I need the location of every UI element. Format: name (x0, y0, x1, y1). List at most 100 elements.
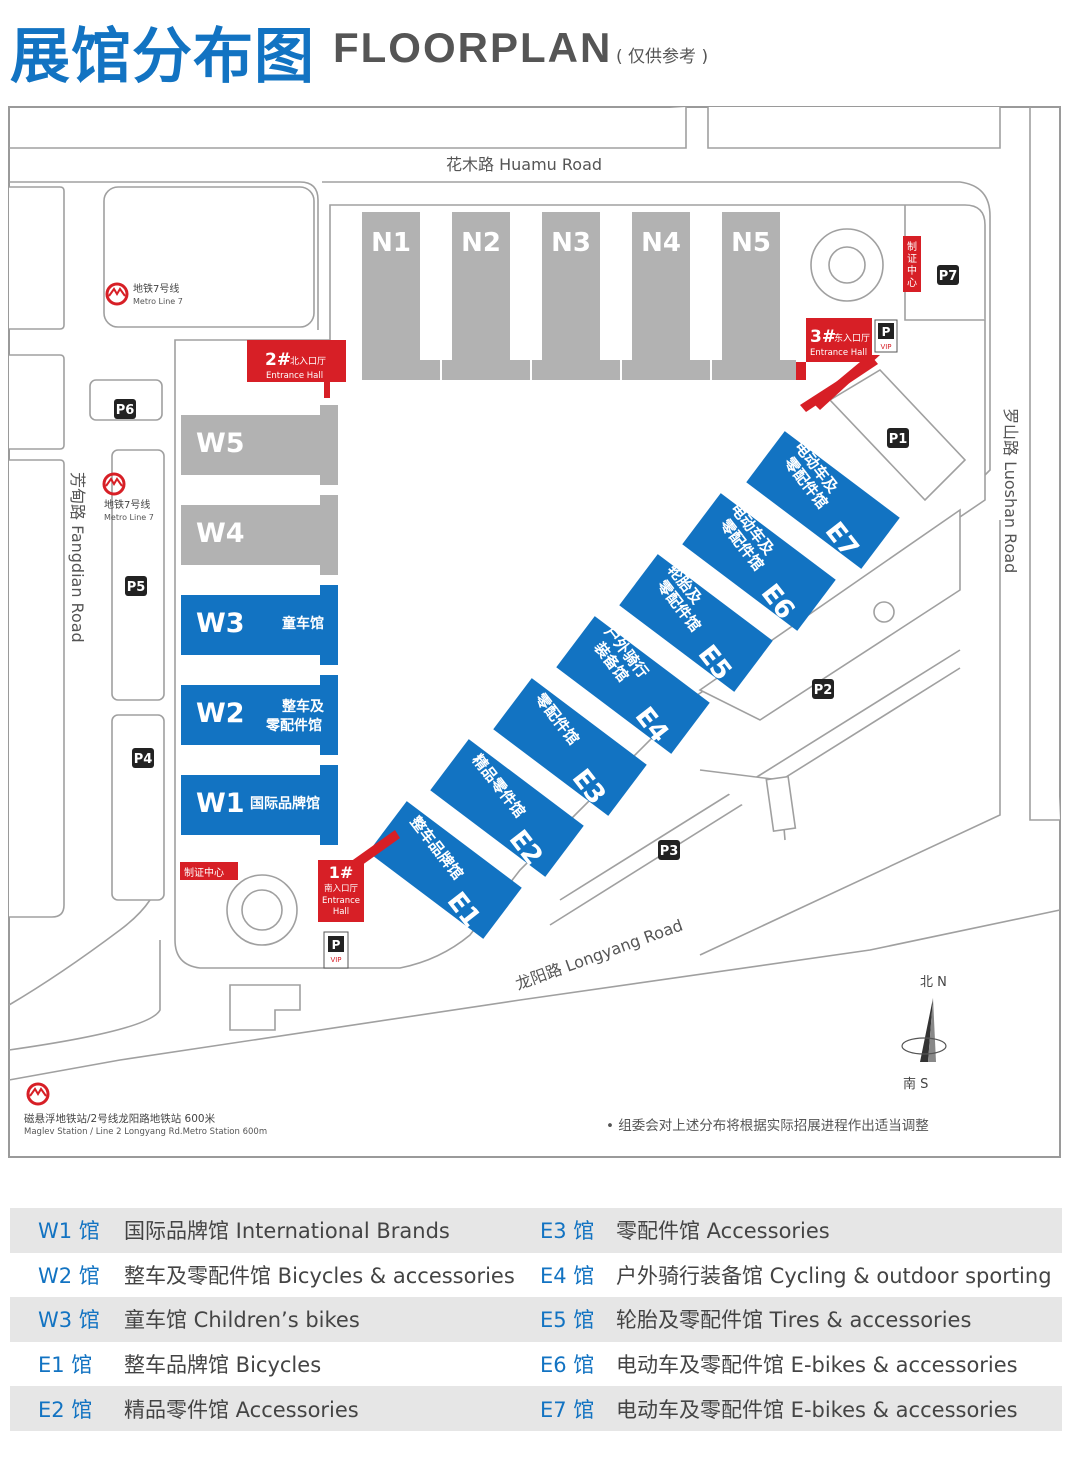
hall-w5-label: W5 (196, 428, 245, 459)
road-edge (8, 899, 151, 1006)
road-east-label: 罗山路 Luoshan Road (1001, 408, 1020, 573)
legend-hall-desc: 零配件馆 Accessories (616, 1219, 830, 1244)
legend-hall-desc: 户外骑行装备馆 Cycling & outdoor sporting (616, 1263, 1052, 1288)
hall-n5-block (712, 212, 796, 380)
parking-p3-badge (658, 840, 680, 860)
legend-hall-code: E5 馆 (540, 1308, 595, 1333)
cert-center-top-bg (903, 236, 921, 292)
cert-center-top-label-1: 制 (907, 240, 917, 253)
city-block (103, 186, 315, 328)
legend-hall-desc: 电动车及零配件馆 E-bikes & accessories (616, 1397, 1018, 1422)
legend-row: W2 馆整车及零配件馆 Bicycles & accessories E4 馆户… (10, 1253, 1062, 1298)
legend-row: E2 馆精品零件馆 Accessories E7 馆电动车及零配件馆 E-bik… (10, 1386, 1062, 1431)
metro-top-cn: 地铁7号线 (133, 282, 179, 295)
footnote: • 组委会对上述分布将根据实际招展进程作出适当调整 (606, 1118, 929, 1134)
reference-note: ( 仅供参考 ) (616, 47, 709, 67)
cert-center-top-label-3: 中 (907, 264, 917, 277)
hall-w1-block (181, 765, 338, 845)
hall-e4-block (556, 616, 710, 754)
hall-e6-block (682, 493, 836, 631)
hall-n5-label: N5 (731, 228, 771, 258)
metro-bottom-cn: 磁悬浮地铁站/2号线龙阳路地铁站 600米 (24, 1112, 216, 1125)
vip-parking-bottom-label: VIP (330, 956, 341, 964)
metro-icon-mark (108, 287, 126, 297)
hall-n4-label: N4 (641, 228, 681, 258)
parking-p7-label: P7 (939, 269, 958, 284)
cert-center-left-label: 制证中心 (184, 866, 224, 879)
legend-hall-code: E3 馆 (540, 1219, 595, 1244)
hall-n1-label: N1 (371, 228, 411, 258)
hall-n1-block (362, 212, 440, 380)
legend-hall-code: W3 馆 (38, 1308, 100, 1333)
certificate-booth (765, 775, 797, 833)
legend-hall-code: E4 馆 (540, 1263, 595, 1288)
hall-w5-block (181, 405, 338, 485)
road-edge (9, 459, 65, 918)
city-block (9, 186, 65, 330)
entrance-3-en: Entrance Hall (810, 348, 867, 358)
legend-hall-code: W1 馆 (38, 1219, 100, 1244)
road-north-label: 花木路 Huamu Road (446, 155, 602, 174)
vip-parking-top-label: VIP (880, 343, 891, 351)
hall-legend: W1 馆国际品牌馆 International Brands E3 馆零配件馆 … (10, 1208, 1062, 1431)
hall-n2-label: N2 (461, 228, 501, 258)
entrance-2-number: 2# (265, 350, 291, 370)
metro-icon-mark (105, 477, 123, 487)
cert-center-left-bg (180, 862, 238, 880)
hall-w4-label: W4 (196, 518, 245, 549)
road-edge (9, 354, 65, 450)
cert-center-top-label-4: 心 (907, 277, 917, 289)
parking-p4-badge (132, 748, 154, 768)
entrance-2-cn: 北入口厅 (290, 356, 326, 367)
parking-p2-label: P2 (814, 683, 833, 698)
city-block (111, 449, 165, 701)
legend-row: E1 馆整车品牌馆 Bicycles E6 馆电动车及零配件馆 E-bikes … (10, 1342, 1062, 1387)
parking-p1-badge (887, 428, 909, 448)
city-block (707, 107, 1001, 149)
metro-top-en: Metro Line 7 (133, 297, 183, 306)
vip-parking-top-p: P (882, 325, 891, 339)
road-edge (559, 649, 961, 901)
parking-p5-label: P5 (127, 580, 146, 595)
hall-e2-block (430, 739, 584, 877)
hall-w2-label: W2 (196, 698, 245, 729)
roundabout-inner (241, 889, 283, 931)
entrance-1-en-1: Entrance (322, 896, 360, 906)
hall-w1-name: 国际品牌馆 (250, 795, 320, 812)
compass-south-label: 南 S (903, 1076, 928, 1092)
road-edge (8, 909, 1061, 1081)
road-edge (1029, 107, 1060, 821)
legend-hall-desc: 整车及零配件馆 Bicycles & accessories (124, 1263, 515, 1288)
road-edge (8, 940, 161, 1051)
parking-area (698, 508, 961, 721)
hall-n4-block (622, 212, 710, 380)
legend-row: W3 馆童车馆 Children’s bikes E5 馆轮胎及零配件馆 Tir… (10, 1297, 1062, 1342)
hall-w2-block (181, 675, 338, 755)
parking-p6-label: P6 (116, 403, 135, 418)
entrance-1-corridor (350, 830, 400, 868)
hall-w2-name-2: 零配件馆 (265, 717, 322, 734)
metro-icon (26, 1082, 50, 1106)
hall-e5-block (619, 554, 773, 692)
entrance-3-cn: 东入口厅 (834, 332, 870, 344)
legend-hall-desc: 整车品牌馆 Bicycles (124, 1353, 322, 1378)
hall-w1-label: W1 (196, 788, 245, 819)
roundabout-inner (828, 246, 866, 284)
legend-hall-desc: 精品零件馆 Accessories (124, 1397, 359, 1422)
page-title: 展馆分布图 (10, 22, 315, 92)
site-boundary (174, 204, 986, 969)
cert-center-top-label-2: 证 (907, 253, 917, 265)
parking-icon (878, 323, 894, 339)
compass-north-label: 北 N (920, 975, 947, 990)
legend-hall-desc: 国际品牌馆 International Brands (124, 1219, 450, 1244)
metro-bottom-en: Maglev Station / Line 2 Longyang Rd.Metr… (24, 1127, 267, 1137)
hall-e1-block (368, 801, 522, 939)
legend-hall-code: E2 馆 (38, 1397, 93, 1422)
legend-hall-desc: 童车馆 Children’s bikes (124, 1308, 360, 1333)
floor-plan-map: N1 N2 N3 N4 N5 W5 W4 W3 童车馆 W2 整车及 零配件馆 … (8, 106, 1061, 1158)
hall-n2-block (442, 212, 530, 380)
parking-p5-badge (125, 576, 147, 596)
entrance-1-en-2: Hall (333, 907, 349, 917)
parking-p1-label: P1 (889, 432, 908, 447)
roundabout-inner (873, 601, 895, 623)
